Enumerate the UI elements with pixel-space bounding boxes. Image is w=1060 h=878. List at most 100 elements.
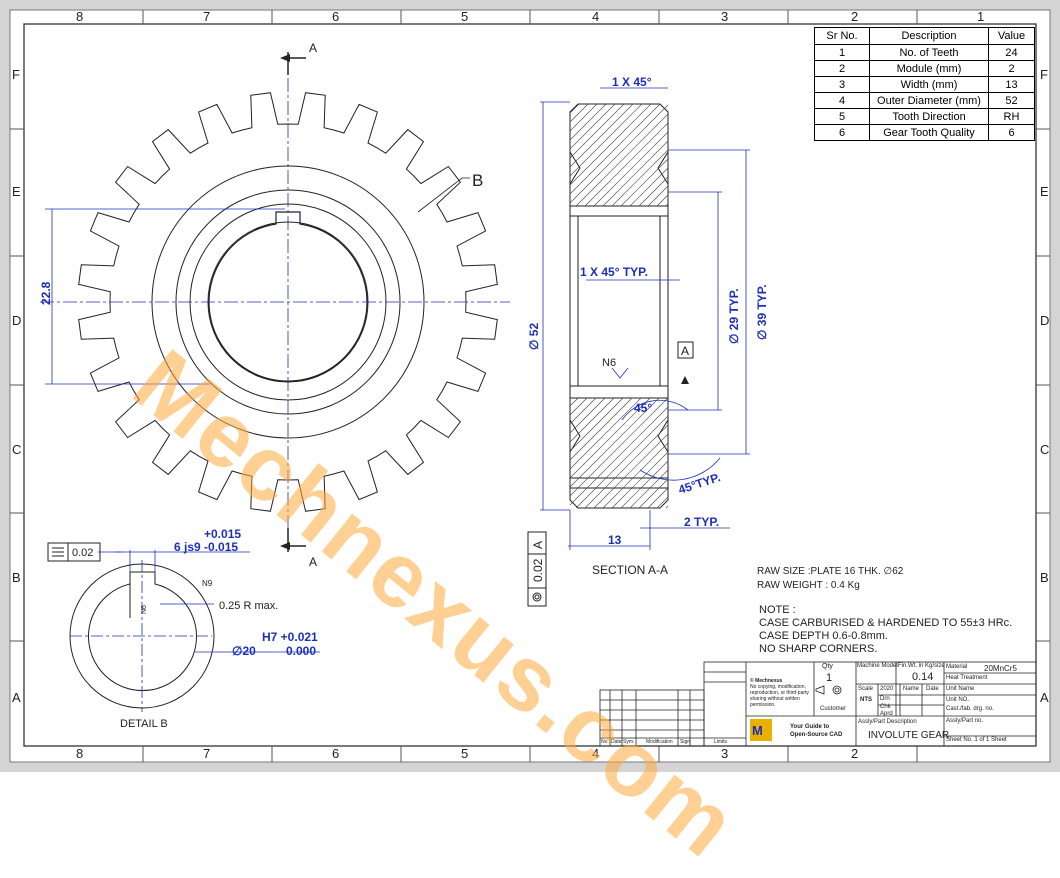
- hatch-line: [569, 103, 652, 186]
- datum-a: A: [681, 344, 689, 358]
- cell-sr: 5: [814, 108, 870, 125]
- chamfer-bore-dim: 1 X 45° TYP.: [580, 265, 648, 279]
- bore-with-keyway: [208, 211, 368, 382]
- cell-sr: 6: [814, 124, 870, 141]
- hatch-line: [638, 176, 669, 207]
- zone-row-a-left: A: [12, 690, 21, 705]
- header-sr-no: Sr No.: [814, 27, 870, 45]
- hatch-line: [602, 140, 669, 207]
- hatch-line: [629, 167, 669, 207]
- tb-fin-wt: 0.14: [912, 671, 934, 683]
- tb-copyright: © Mechnexus: [750, 678, 783, 684]
- zone-col-6-top: 6: [332, 9, 340, 24]
- zone-col-5-top: 5: [461, 9, 469, 24]
- dim-22-8-lines: [45, 208, 285, 385]
- cell-value: 2: [988, 60, 1035, 77]
- radius-callout: 0.25 R max.: [219, 600, 278, 612]
- hatch-line: [569, 397, 588, 416]
- tb-customer: Customer: [820, 706, 847, 712]
- section-arrow-bottom: [280, 542, 290, 550]
- hatch-line: [584, 424, 669, 509]
- zone-row-c-right: C: [1040, 442, 1050, 457]
- flatness-value: 0.02: [531, 558, 545, 582]
- symmetry-frame: [47, 542, 101, 562]
- cell-value: 24: [988, 44, 1035, 61]
- rev-header-sign: Sign: [680, 739, 691, 745]
- cell-desc: No. of Teeth: [869, 44, 989, 61]
- section-mark-top: A: [309, 41, 317, 55]
- flatness-datum: A: [531, 541, 545, 549]
- tb-date-label: Date: [926, 686, 939, 692]
- hatch-line: [569, 103, 598, 132]
- projection-symbol: [815, 685, 842, 695]
- hatch-line: [665, 203, 669, 207]
- zone-row-b-left: B: [12, 570, 21, 585]
- bore-fit: H7 +0.021: [262, 630, 318, 644]
- hatch-line: [575, 113, 669, 207]
- hatch-line: [647, 487, 669, 509]
- tb-chk: Chk: [880, 704, 891, 710]
- section-view: [569, 103, 669, 509]
- rev-header-date: Date: [611, 739, 622, 745]
- bore-lower: 0.000: [286, 644, 316, 658]
- hatch-line: [656, 194, 669, 207]
- hatch-line: [569, 397, 642, 470]
- zone-col-3-top: 3: [721, 9, 729, 24]
- hatch-line: [569, 397, 651, 479]
- hatch-line: [569, 397, 669, 497]
- tb-cast-fab: Cast./fab. drg. no.: [946, 706, 994, 712]
- tb-assy-desc: INVOLUTE GEAR: [868, 730, 950, 741]
- hatch-line: [584, 122, 669, 207]
- tb-guide-line1: Your Guide to: [790, 724, 830, 730]
- cell-sr: 2: [814, 60, 870, 77]
- zone-col-4-bottom: 4: [592, 746, 600, 761]
- note-line-3: NO SHARP CORNERS.: [759, 643, 878, 655]
- tb-assy-no: Assly/Part no.: [946, 718, 984, 724]
- tb-scale: NTS: [860, 697, 872, 703]
- tb-guide-line2: Open-Source CAD: [790, 732, 843, 738]
- detail-dim-lines: [70, 550, 320, 712]
- hatch-line: [569, 397, 615, 443]
- symmetry-value: 0.02: [72, 547, 93, 559]
- zone-col-7-top: 7: [203, 9, 211, 24]
- cell-desc: Gear Tooth Quality: [869, 124, 989, 141]
- hatch-line: [665, 505, 669, 509]
- zone-col-1-top: 1: [977, 9, 985, 24]
- hatch-line: [569, 103, 616, 150]
- header-description: Description: [869, 27, 989, 45]
- hatch-line: [569, 397, 624, 452]
- dia-39-dim: ∅ 39 TYP.: [755, 284, 769, 340]
- hatch-line: [569, 103, 607, 141]
- header-value: Value: [988, 27, 1035, 45]
- hatch-line: [569, 103, 643, 177]
- section-mark-bottom: A: [309, 555, 317, 569]
- raw-weight-note: RAW WEIGHT : 0.4 Kg: [757, 580, 860, 591]
- hatch-line: [569, 103, 661, 195]
- raw-size-note: RAW SIZE :PLATE 16 THK. ∅62: [757, 566, 904, 577]
- section-dim-lines: [540, 87, 750, 550]
- datum-triangle: [681, 376, 689, 384]
- rev-header-modification: Modification: [646, 739, 673, 745]
- tb-unit-name: Unit Name: [946, 686, 975, 692]
- tb-unit-no: Unit NO.: [946, 697, 970, 703]
- cell-value: 52: [988, 92, 1035, 109]
- zone-col-6-bottom: 6: [332, 746, 340, 761]
- hatch-line: [611, 451, 669, 509]
- spec-table-header: Sr No. Description Value: [814, 27, 1035, 45]
- hatch-line: [611, 149, 669, 207]
- tb-sheet: Sheet No. 1 of 1 Sheet: [946, 737, 1007, 743]
- cell-desc: Outer Diameter (mm): [869, 92, 989, 109]
- hatch-line: [656, 496, 669, 509]
- rev-header-limits: Limits: [714, 739, 728, 745]
- hatch-line: [569, 104, 669, 204]
- section-title: SECTION A-A: [592, 563, 668, 577]
- hatch-line: [569, 397, 606, 434]
- zone-ticks: [10, 10, 1050, 762]
